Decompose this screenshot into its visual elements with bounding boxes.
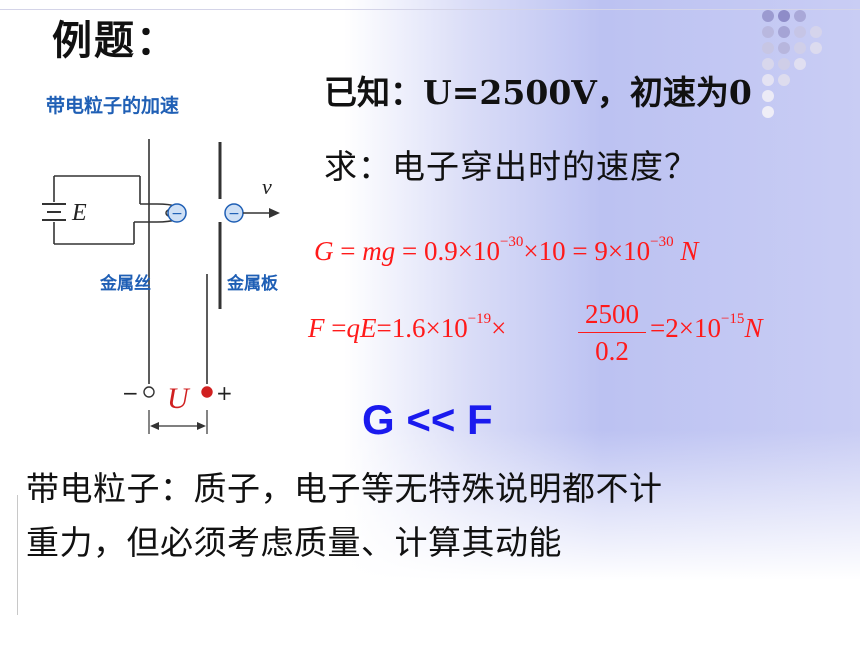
formula-f-unit: N	[744, 313, 763, 343]
formula-g-mult: 10	[538, 236, 566, 266]
wire-label: 金属丝	[99, 273, 151, 294]
dimension-arrow-left-icon	[150, 422, 159, 430]
given-condition: 已知：U=2500V，初速为0	[324, 73, 752, 112]
question: 求：电子穿出时的速度？	[324, 147, 698, 186]
slide-title: 例题：	[52, 18, 178, 64]
source-circuit	[53, 175, 157, 245]
comparison-text: G << F	[362, 396, 493, 443]
positive-terminal	[201, 386, 213, 398]
formula-f-denominator: 0.2	[595, 336, 629, 366]
top-rule	[0, 9, 860, 10]
electron-icon	[167, 203, 187, 223]
explanation-paragraph: 带电粒子：质子，电子等无特殊说明都不计 重力，但必须考虑质量、计算其动能	[26, 462, 846, 570]
minus-sign: −	[122, 381, 139, 405]
formula-g-exp2: −30	[650, 234, 674, 250]
formula-g-exp1: −30	[499, 234, 524, 250]
formula-f-exp1: −19	[467, 311, 492, 327]
velocity-arrow-icon	[269, 208, 280, 218]
voltage-label: U	[167, 382, 191, 415]
slide-background-fade	[0, 430, 860, 645]
formula-g-coef2: 9	[594, 236, 608, 266]
formula-g-coef1: 0.9	[423, 236, 458, 266]
explanation-line-1: 带电粒子：质子，电子等无特殊说明都不计	[26, 469, 663, 508]
formula-g-mid: mg	[362, 236, 396, 266]
formula-f-coef2: 2	[665, 313, 679, 343]
formula-f-base2: 10	[693, 313, 721, 343]
negative-terminal	[143, 386, 155, 398]
battery-icon	[42, 203, 66, 221]
formula-g-lhs: G	[314, 236, 334, 266]
formula-f-coef1: 1.6	[391, 313, 426, 343]
formula-f-lhs: F	[308, 313, 325, 343]
diagram-svg: 带电粒子的加速 E − −	[42, 94, 280, 434]
plate-label: 金属板	[226, 273, 279, 294]
velocity-label: v	[262, 174, 272, 199]
dimension-arrow-right-icon	[197, 422, 206, 430]
electron-sign: −	[171, 206, 183, 222]
electron-sign: −	[228, 206, 240, 222]
formula-f-base: 10	[440, 313, 468, 343]
explanation-line-2: 重力，但必须考虑质量、计算其动能	[26, 523, 562, 562]
formula-g-base: 10	[472, 236, 500, 266]
left-rule	[17, 495, 18, 615]
plus-sign: +	[216, 381, 233, 405]
formula-g-unit: N	[680, 236, 699, 266]
diagram-caption: 带电粒子的加速	[46, 94, 179, 117]
formula-f-exp2: −15	[720, 311, 745, 327]
acceleration-diagram: 带电粒子的加速 E − −	[22, 84, 322, 434]
formula-g-base2: 10	[623, 236, 651, 266]
source-label: E	[71, 200, 87, 226]
fraction-bar	[578, 332, 646, 333]
formula-f-mid: qE	[346, 313, 377, 343]
formula-gravity: G = mg = 0.9×10−30×10 = 9×10−30 N	[314, 234, 699, 266]
formula-f-numerator: 2500	[585, 299, 639, 329]
formula-f-fraction: 2500 0.2	[576, 296, 648, 369]
